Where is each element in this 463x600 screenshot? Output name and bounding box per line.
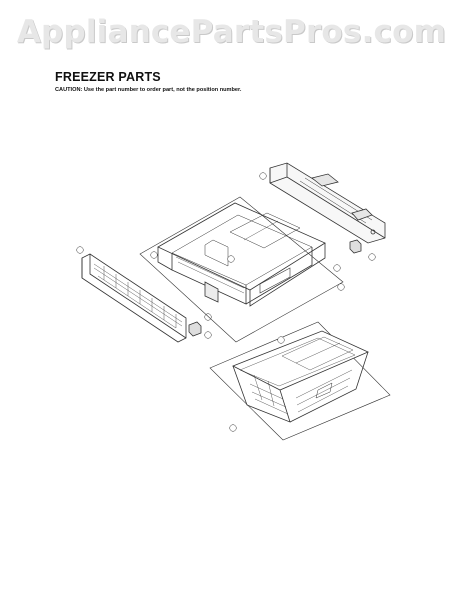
upper-tray — [150, 202, 345, 321]
caution-note: CAUTION: Use the part number to order pa… — [55, 87, 242, 93]
watermark-logo: AppliancePartsPros.com — [16, 14, 447, 50]
page-title: FREEZER PARTS — [55, 70, 161, 84]
rail-upper-right — [259, 162, 386, 244]
rail-left-front — [76, 246, 187, 343]
stopper-left — [188, 321, 212, 339]
basket — [209, 321, 391, 441]
tray-outline — [139, 196, 344, 343]
stopper-right — [333, 239, 376, 272]
